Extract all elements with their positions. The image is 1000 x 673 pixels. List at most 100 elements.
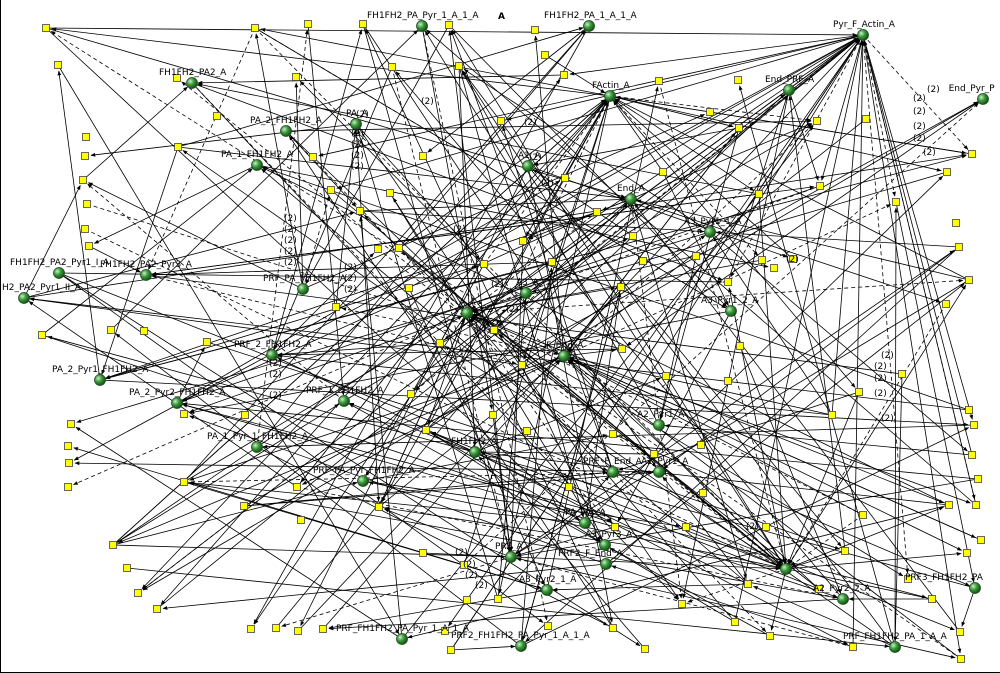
place-node[interactable] (251, 159, 263, 171)
transition-node[interactable] (618, 345, 626, 353)
transition-node[interactable] (531, 26, 539, 34)
transition-node[interactable] (965, 406, 973, 414)
place-node[interactable] (783, 84, 795, 96)
place-node[interactable] (338, 395, 350, 407)
transition-node[interactable] (898, 370, 906, 378)
transition-node[interactable] (419, 152, 427, 160)
transition-node[interactable] (82, 133, 90, 141)
transition-node[interactable] (955, 243, 963, 251)
transition-node[interactable] (565, 483, 573, 491)
transition-node[interactable] (956, 628, 964, 636)
place-node[interactable] (515, 640, 527, 652)
place-node[interactable] (505, 551, 517, 563)
transition-node[interactable] (480, 260, 488, 268)
place-node[interactable] (653, 419, 665, 431)
transition-node[interactable] (813, 117, 821, 125)
transition-node[interactable] (42, 24, 50, 32)
transition-node[interactable] (841, 547, 849, 555)
transition-node[interactable] (766, 632, 774, 640)
place-node[interactable] (416, 20, 428, 32)
transition-node[interactable] (972, 501, 980, 509)
place-node[interactable] (558, 350, 570, 362)
transition-node[interactable] (678, 600, 686, 608)
place-node[interactable] (541, 584, 553, 596)
transition-node[interactable] (422, 426, 430, 434)
place-node[interactable] (604, 90, 616, 102)
place-node[interactable] (297, 283, 309, 295)
transition-node[interactable] (85, 242, 93, 250)
transition-node[interactable] (815, 585, 823, 593)
transition-node[interactable] (609, 624, 617, 632)
transition-node[interactable] (64, 483, 72, 491)
transition-node[interactable] (213, 112, 221, 120)
transition-node[interactable] (697, 441, 705, 449)
transition-node[interactable] (359, 20, 367, 28)
place-node[interactable] (461, 307, 473, 319)
transition-node[interactable] (963, 549, 971, 557)
transition-node[interactable] (153, 605, 161, 613)
transition-node[interactable] (445, 21, 453, 29)
transition-node[interactable] (968, 150, 976, 158)
transition-node[interactable] (240, 502, 248, 510)
place-node[interactable] (186, 77, 198, 89)
transition-node[interactable] (541, 51, 549, 59)
place-node[interactable] (251, 441, 263, 453)
transition-node[interactable] (407, 390, 415, 398)
transition-node[interactable] (38, 331, 46, 339)
place-node[interactable] (522, 160, 534, 172)
transition-node[interactable] (460, 561, 468, 569)
transition-node[interactable] (441, 627, 449, 635)
transition-node[interactable] (735, 124, 743, 132)
place-node[interactable] (171, 397, 183, 409)
transition-node[interactable] (862, 115, 870, 123)
transition-node[interactable] (762, 523, 770, 531)
place-node[interactable] (280, 125, 292, 137)
transition-node[interactable] (251, 24, 259, 32)
place-node[interactable] (599, 539, 611, 551)
transition-node[interactable] (519, 237, 527, 245)
transition-node[interactable] (758, 256, 766, 264)
transition-node[interactable] (388, 63, 396, 71)
transition-node[interactable] (943, 168, 951, 176)
transition-node[interactable] (859, 511, 867, 519)
transition-node[interactable] (523, 427, 531, 435)
transition-node[interactable] (611, 523, 619, 531)
place-node[interactable] (18, 292, 30, 304)
place-node[interactable] (357, 475, 369, 487)
transition-node[interactable] (928, 595, 936, 603)
transition-node[interactable] (617, 283, 625, 291)
transition-node[interactable] (518, 361, 526, 369)
transition-node[interactable] (699, 489, 707, 497)
transition-node[interactable] (173, 74, 181, 82)
transition-node[interactable] (174, 143, 182, 151)
transition-node[interactable] (755, 190, 763, 198)
transition-node[interactable] (731, 618, 739, 626)
transition-node[interactable] (724, 278, 732, 286)
place-node[interactable] (140, 269, 152, 281)
transition-node[interactable] (855, 388, 863, 396)
transition-node[interactable] (892, 198, 900, 206)
transition-node[interactable] (332, 303, 340, 311)
transition-node[interactable] (650, 450, 658, 458)
transition-node[interactable] (79, 176, 87, 184)
place-node[interactable] (625, 193, 637, 205)
transition-node[interactable] (395, 244, 403, 252)
transition-node[interactable] (494, 595, 502, 603)
transition-node[interactable] (682, 523, 690, 531)
transition-node[interactable] (140, 327, 148, 335)
transition-node[interactable] (297, 516, 305, 524)
transition-node[interactable] (292, 73, 300, 81)
transition-node[interactable] (639, 257, 647, 265)
transition-node[interactable] (81, 225, 89, 233)
transition-node[interactable] (304, 20, 312, 28)
transition-node[interactable] (419, 549, 427, 557)
place-node[interactable] (977, 93, 989, 105)
transition-node[interactable] (970, 421, 978, 429)
transition-node[interactable] (109, 541, 117, 549)
transition-node[interactable] (374, 245, 382, 253)
transition-node[interactable] (952, 219, 960, 227)
transition-node[interactable] (659, 168, 667, 176)
transition-node[interactable] (977, 536, 985, 544)
transition-node[interactable] (609, 430, 617, 438)
place-node[interactable] (579, 517, 591, 529)
